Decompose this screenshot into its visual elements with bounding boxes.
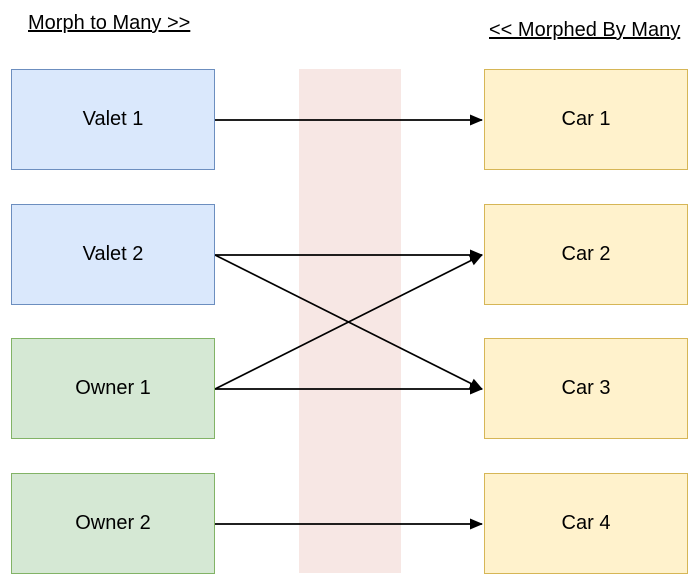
node-owner-2: Owner 2 — [11, 473, 215, 574]
left-column-title: Morph to Many >> — [28, 12, 191, 34]
node-car-2: Car 2 — [484, 204, 688, 305]
node-car-4: Car 4 — [484, 473, 688, 574]
node-label: Owner 2 — [75, 512, 151, 534]
edge-owner-1-to-car-2 — [214, 254, 483, 390]
node-label: Car 3 — [561, 377, 611, 399]
node-label: Car 4 — [561, 512, 611, 534]
node-owner-1: Owner 1 — [11, 338, 215, 439]
node-car-1: Car 1 — [484, 69, 688, 170]
node-label: Valet 1 — [82, 108, 144, 130]
node-label: Owner 1 — [75, 377, 151, 399]
node-car-3: Car 3 — [484, 338, 688, 439]
node-label: Valet 2 — [82, 243, 144, 265]
right-column-title: << Morphed By Many — [489, 19, 681, 41]
node-valet-1: Valet 1 — [11, 69, 215, 170]
node-label: Car 1 — [561, 108, 611, 130]
node-valet-2: Valet 2 — [11, 204, 215, 305]
node-label: Car 2 — [561, 243, 611, 265]
